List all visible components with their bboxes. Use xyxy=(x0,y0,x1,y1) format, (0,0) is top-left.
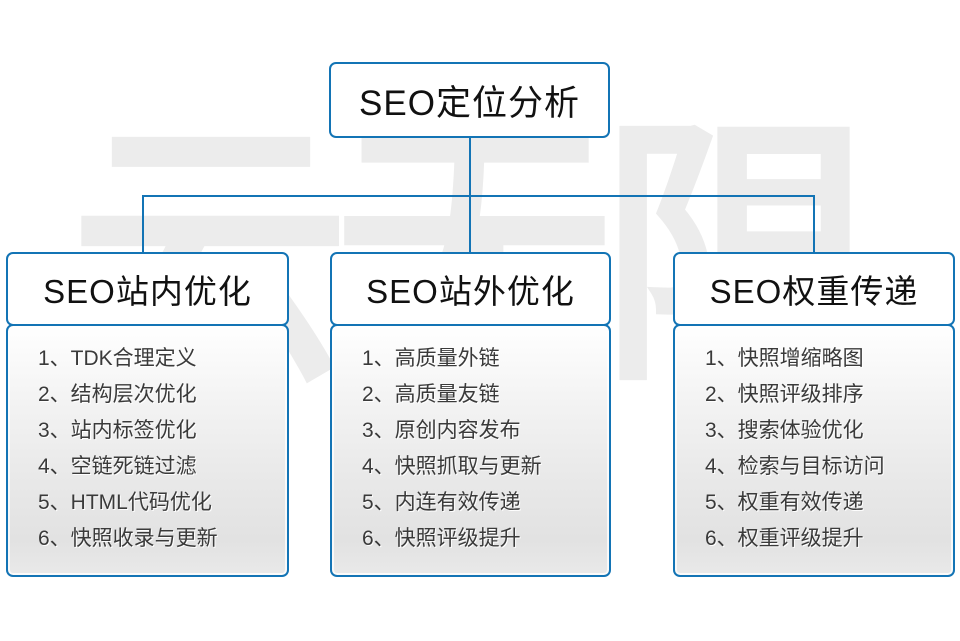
list-item: 3、搜索体验优化 xyxy=(705,419,864,442)
list-item: 3、站内标签优化 xyxy=(38,419,197,442)
column-weight-list: 1、快照增缩略图 2、快照评级排序 3、搜索体验优化 4、检索与目标访问 5、权… xyxy=(673,324,955,577)
list-item: 6、权重评级提升 xyxy=(705,527,864,550)
connector-horizontal xyxy=(142,195,815,197)
list-item: 4、空链死链过滤 xyxy=(38,455,197,478)
list-item: 2、结构层次优化 xyxy=(38,383,197,406)
connector-left-drop xyxy=(142,196,144,253)
list-item: 3、原创内容发布 xyxy=(362,419,521,442)
list-item: 2、高质量友链 xyxy=(362,383,500,406)
column-onsite-header: SEO站内优化 xyxy=(6,252,289,326)
list-item: 6、快照评级提升 xyxy=(362,527,521,550)
column-offsite-optimization: SEO站外优化 1、高质量外链 2、高质量友链 3、原创内容发布 4、快照抓取与… xyxy=(330,252,611,577)
list-item: 1、TDK合理定义 xyxy=(38,347,197,370)
list-item: 5、权重有效传递 xyxy=(705,491,864,514)
column-onsite-optimization: SEO站内优化 1、TDK合理定义 2、结构层次优化 3、站内标签优化 4、空链… xyxy=(6,252,289,577)
connector-root-vertical xyxy=(469,138,471,196)
column-onsite-list: 1、TDK合理定义 2、结构层次优化 3、站内标签优化 4、空链死链过滤 5、H… xyxy=(6,324,289,577)
column-weight-transfer: SEO权重传递 1、快照增缩略图 2、快照评级排序 3、搜索体验优化 4、检索与… xyxy=(673,252,955,577)
list-item: 2、快照评级排序 xyxy=(705,383,864,406)
connector-right-drop xyxy=(813,196,815,253)
column-weight-header: SEO权重传递 xyxy=(673,252,955,326)
list-item: 4、检索与目标访问 xyxy=(705,455,885,478)
list-item: 6、快照收录与更新 xyxy=(38,527,218,550)
list-item: 1、快照增缩略图 xyxy=(705,347,864,370)
list-item: 4、快照抓取与更新 xyxy=(362,455,542,478)
list-item: 1、高质量外链 xyxy=(362,347,500,370)
list-item: 5、内连有效传递 xyxy=(362,491,521,514)
root-node-seo-positioning: SEO定位分析 xyxy=(329,62,610,138)
connector-middle-drop xyxy=(469,196,471,253)
column-offsite-header: SEO站外优化 xyxy=(330,252,611,326)
list-item: 5、HTML代码优化 xyxy=(38,491,212,514)
column-offsite-list: 1、高质量外链 2、高质量友链 3、原创内容发布 4、快照抓取与更新 5、内连有… xyxy=(330,324,611,577)
